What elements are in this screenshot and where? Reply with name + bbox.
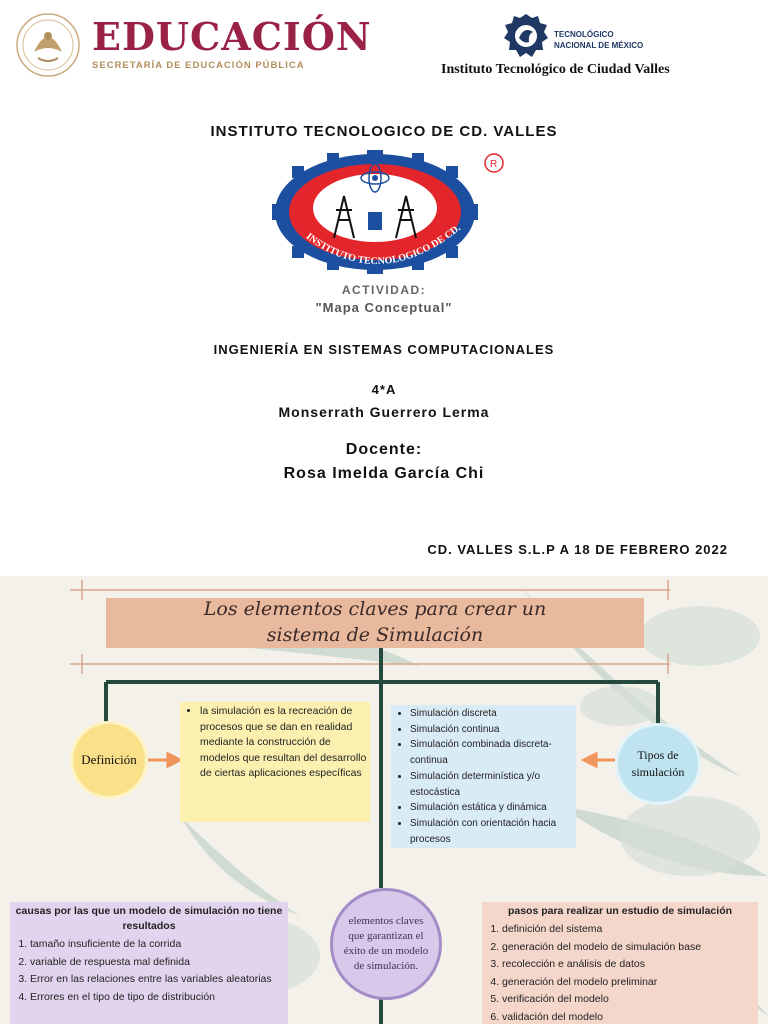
types-label-line2: simulación: [631, 765, 685, 779]
tecnm-logo: [502, 12, 550, 62]
types-item: Simulación estática y dinámica: [410, 800, 576, 816]
campus-name: Instituto Tecnológico de Ciudad Valles: [441, 62, 670, 77]
svg-text:R: R: [490, 159, 497, 170]
types-item: Simulación determinística y/o estocástic…: [410, 769, 576, 800]
causes-heading: causas por las que un modelo de simulaci…: [15, 905, 283, 932]
sep-emblem: [12, 12, 84, 78]
group-label: 4*A: [371, 382, 397, 397]
institute-title: INSTITUTO TECNOLOGICO DE CD. VALLES: [210, 123, 558, 140]
career-name: INGENIERÍA EN SISTEMAS COMPUTACIONALES: [213, 342, 555, 357]
steps-item: definición del sistema: [502, 921, 758, 939]
key-elements-line2: que garantizan el: [348, 930, 424, 942]
steps-heading: pasos para realizar un estudio de simula…: [507, 905, 733, 917]
concept-map: Los elementos claves para crear un siste…: [0, 576, 768, 1024]
activity-value: "Mapa Conceptual": [315, 300, 453, 315]
steps-box: pasos para realizar un estudio de simula…: [482, 902, 758, 1024]
key-elements-node: elementos claves que garantizan el éxito…: [330, 888, 442, 1000]
key-elements-line3: éxito de un modelo: [343, 945, 429, 957]
causes-item: Errores en el tipo de tipo de distribuci…: [30, 989, 288, 1007]
steps-item: generación del modelo preliminar: [502, 974, 758, 992]
definition-text: la simulación es la recreación de proces…: [200, 704, 370, 782]
sep-title: EDUCACIÓN: [92, 14, 372, 59]
types-node: Tipos de simulación: [618, 726, 698, 802]
causes-item: Error en las relaciones entre las variab…: [30, 971, 288, 989]
teacher-name: Rosa Imelda García Chi: [283, 465, 485, 482]
definition-box: la simulación es la recreación de proces…: [180, 702, 370, 822]
student-name: Monserrath Guerrero Lerma: [278, 404, 490, 420]
map-title-box: [106, 598, 644, 648]
types-item: Simulación continua: [410, 722, 576, 738]
map-title-line2: sistema de Simulación: [266, 624, 484, 646]
place-date: CD. VALLES S.L.P A 18 DE FEBRERO 2022: [427, 542, 728, 557]
key-elements-line4: de simulación.: [353, 960, 419, 972]
causes-item: tamaño insuficiente de la corrida: [30, 936, 288, 954]
types-box: Simulación discreta Simulación continua …: [391, 705, 576, 848]
steps-item: validación del modelo: [502, 1009, 758, 1024]
map-title-line1: Los elementos claves para crear un: [203, 598, 547, 620]
types-item: Simulación discreta: [410, 706, 576, 722]
sep-subtitle: SECRETARÍA DE EDUCACIÓN PÚBLICA: [92, 60, 305, 71]
causes-box: causas por las que un modelo de simulaci…: [10, 902, 288, 1024]
steps-item: generación del modelo de simulación base: [502, 939, 758, 957]
tecnm-wordmark: TECNOLÓGICO NACIONAL DE MÉXICO: [554, 29, 643, 51]
tecnm-line1: TECNOLÓGICO: [554, 30, 614, 39]
causes-item: variable de respuesta mal definida: [30, 954, 288, 972]
types-item: Simulación con orientación hacia proceso…: [410, 816, 576, 847]
definition-label: Definición: [81, 752, 137, 767]
itcv-logo: INSTITUTO TECNOLOGICO DE CD. VALLES R: [268, 142, 512, 275]
types-label-line1: Tipos de: [637, 748, 679, 762]
key-elements-line1: elementos claves: [348, 915, 424, 927]
activity-label: ACTIVIDAD:: [341, 283, 427, 297]
teacher-label: Docente:: [345, 441, 423, 458]
types-item: Simulación combinada discreta-continua: [410, 737, 576, 768]
definition-node: Definición: [73, 724, 145, 796]
steps-item: verificación del modelo: [502, 991, 758, 1009]
map-title: Los elementos claves para crear un siste…: [106, 596, 644, 648]
steps-item: recolección e análisis de datos: [502, 956, 758, 974]
tecnm-line2: NACIONAL DE MÉXICO: [554, 41, 644, 50]
